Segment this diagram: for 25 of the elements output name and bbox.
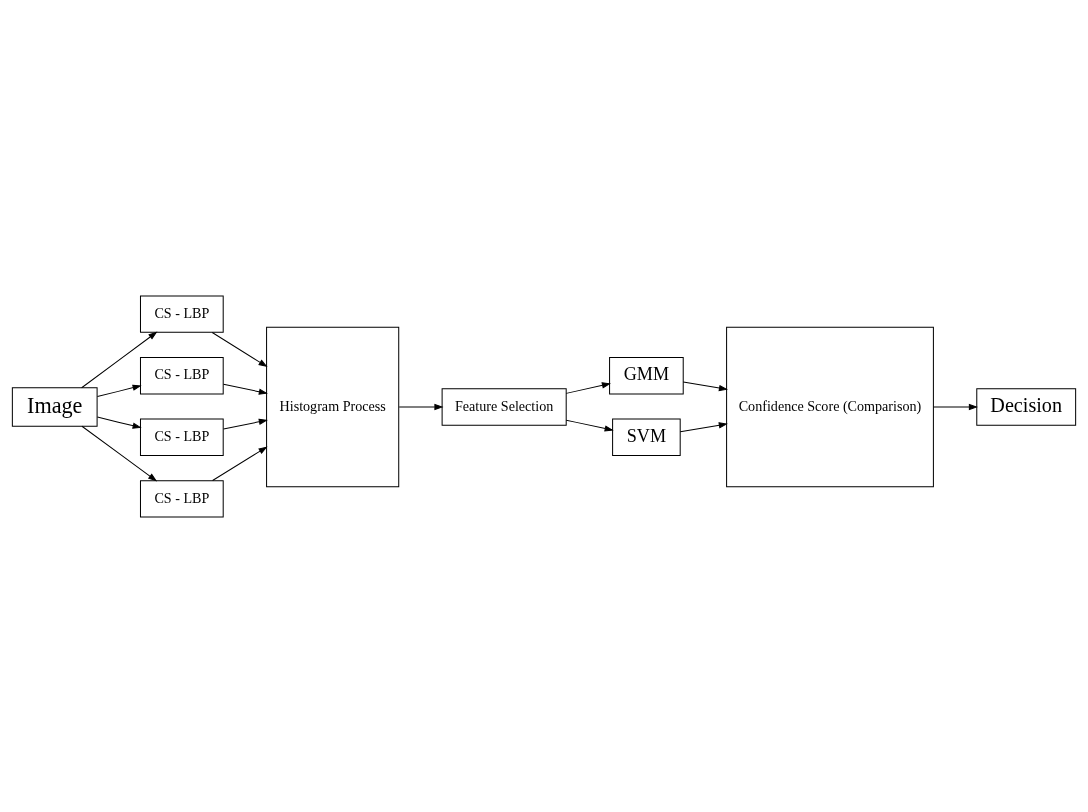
node-box: CS - LBP xyxy=(139,295,224,333)
node-box: CS - LBP xyxy=(139,356,224,394)
node-box: Histogram Process xyxy=(266,326,400,487)
node-box: SVM xyxy=(612,418,681,456)
arrow xyxy=(211,331,268,367)
arrow xyxy=(96,416,142,429)
node-box: Image xyxy=(11,386,98,427)
arrow xyxy=(565,381,611,394)
arrow xyxy=(81,425,158,481)
arrow xyxy=(398,403,444,410)
node-box: Decision xyxy=(976,387,1077,426)
arrow xyxy=(565,419,614,432)
arrow xyxy=(933,403,978,410)
node-box: GMM xyxy=(609,356,684,394)
node-box: Confidence Score (Comparison) xyxy=(726,326,934,487)
arrow xyxy=(223,383,268,395)
arrow xyxy=(679,421,728,432)
node-box: CS - LBP xyxy=(139,418,224,456)
arrow xyxy=(682,380,728,391)
arrow xyxy=(223,418,268,429)
arrow xyxy=(212,446,268,481)
node-box: CS - LBP xyxy=(139,479,224,517)
arrow xyxy=(96,384,142,397)
arrow xyxy=(81,331,158,388)
node-box: Feature Selection xyxy=(441,387,567,426)
